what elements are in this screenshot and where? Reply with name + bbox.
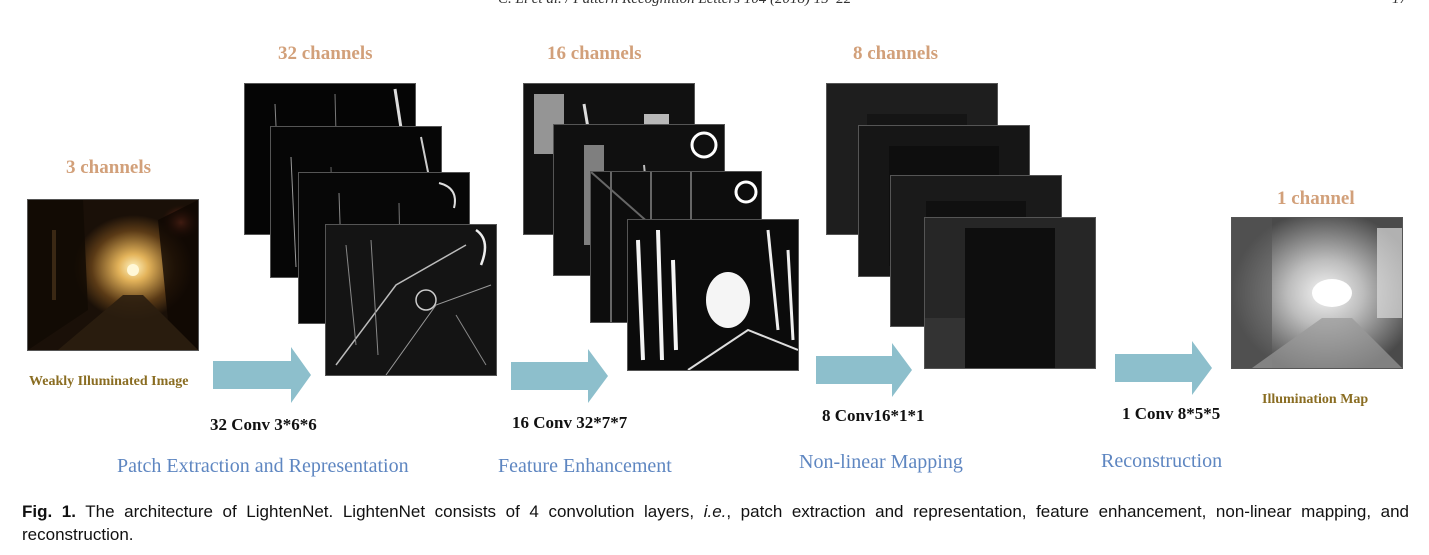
stage2-channels-label: 16 channels <box>547 43 642 64</box>
stage4-name: Reconstruction <box>1101 450 1223 472</box>
page-number: 17 <box>1392 0 1407 8</box>
stage2-conv-label: 16 Conv 32*7*7 <box>512 413 628 432</box>
input-image-label: Weakly Illuminated Image <box>29 374 189 389</box>
caption-text-1: The architecture of LightenNet. LightenN… <box>75 502 704 521</box>
input-channels-label: 3 channels <box>66 157 151 178</box>
arrow-stage-4 <box>1115 341 1212 395</box>
stage3-channels-label: 8 channels <box>853 43 938 64</box>
stage1-conv-label: 32 Conv 3*6*6 <box>210 415 317 434</box>
figure-label: Fig. 1. <box>22 502 76 521</box>
stage1-name: Patch Extraction and Representation <box>117 455 409 477</box>
stage2-name: Feature Enhancement <box>498 455 672 477</box>
output-channels-label: 1 channel <box>1277 188 1355 209</box>
caption-text-2: , patch extraction and representation, f… <box>22 502 1409 544</box>
weakly-illuminated-image <box>27 199 199 351</box>
stage4-conv-label: 1 Conv 8*5*5 <box>1122 404 1221 423</box>
stage1-feature-map-4 <box>325 224 497 376</box>
stage3-conv-label: 8 Conv16*1*1 <box>822 406 925 425</box>
arrow-stage-3 <box>816 343 912 397</box>
running-title: C. Li et al. / Pattern Recognition Lette… <box>498 0 851 8</box>
stage2-feature-map-4 <box>627 219 799 371</box>
stage3-name: Non-linear Mapping <box>799 451 963 473</box>
arrow-stage-1 <box>213 347 311 403</box>
illumination-map-image <box>1231 217 1403 369</box>
stage1-channels-label: 32 channels <box>278 43 373 64</box>
stage3-feature-map-4 <box>924 217 1096 369</box>
running-header: C. Li et al. / Pattern Recognition Lette… <box>0 0 1429 11</box>
figure-caption: Fig. 1. The architecture of LightenNet. … <box>22 500 1409 546</box>
caption-italic: i.e. <box>703 502 727 521</box>
output-map-label: Illumination Map <box>1262 392 1369 407</box>
arrow-stage-2 <box>511 349 608 403</box>
